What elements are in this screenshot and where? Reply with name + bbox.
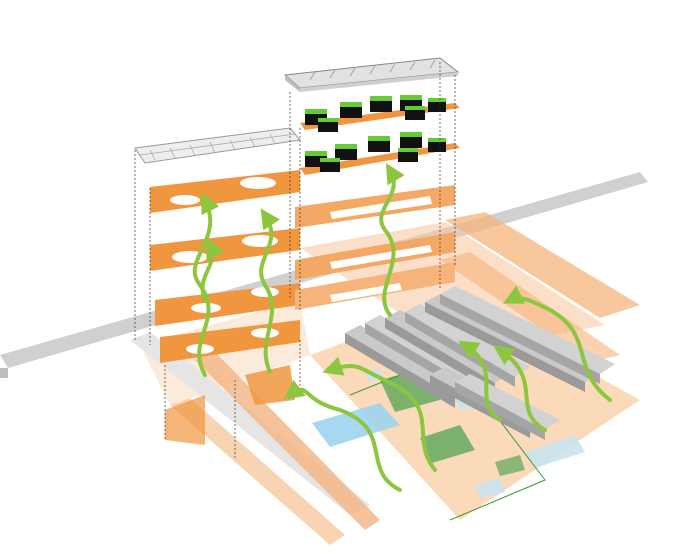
planter-box: [318, 118, 338, 132]
planter-row-upper: [305, 95, 446, 132]
right-floor-3: [295, 185, 455, 228]
planter-box: [368, 136, 390, 152]
dashed-column-lines: [134, 62, 456, 460]
left-floor-2: [160, 320, 300, 363]
left-floor-3: [155, 283, 300, 326]
planter-box: [335, 144, 357, 160]
planter-row-lower: [305, 132, 446, 172]
arrow-left-2: [259, 208, 280, 374]
planter-box: [370, 96, 392, 112]
planter-box: [428, 138, 446, 152]
planter-box: [320, 158, 340, 172]
greenhouse-8: [455, 374, 560, 440]
right-floor-2: [295, 232, 455, 280]
arrow-ground-1: [283, 379, 402, 492]
planter-box: [398, 148, 418, 162]
arrow-mid: [379, 163, 405, 317]
right-tower-floors: [295, 185, 455, 310]
left-floor-5: [150, 170, 300, 213]
planter-levels: [300, 95, 460, 175]
left-floor-4: [150, 228, 300, 271]
arrow-ground-5: [458, 340, 502, 422]
arrow-left-1: [192, 192, 220, 377]
arrow-ground-3: [493, 345, 547, 432]
circulation-arrows: [192, 163, 612, 492]
roof-glazing: [134, 57, 460, 164]
left-roof: [134, 127, 301, 164]
arrow-ground-2: [322, 356, 437, 472]
arrow-left-3: [200, 237, 225, 302]
greenhouse-tunnels: [345, 286, 615, 440]
right-roof: [283, 57, 460, 92]
left-tower-floors: [150, 170, 300, 363]
planter-box: [400, 132, 422, 148]
planter-box: [405, 106, 425, 120]
ground-strips: [130, 332, 380, 545]
planter-box: [428, 98, 446, 112]
greenhouse-6: [440, 286, 615, 384]
arrow-ground-4: [502, 285, 612, 402]
planter-box: [340, 102, 362, 118]
